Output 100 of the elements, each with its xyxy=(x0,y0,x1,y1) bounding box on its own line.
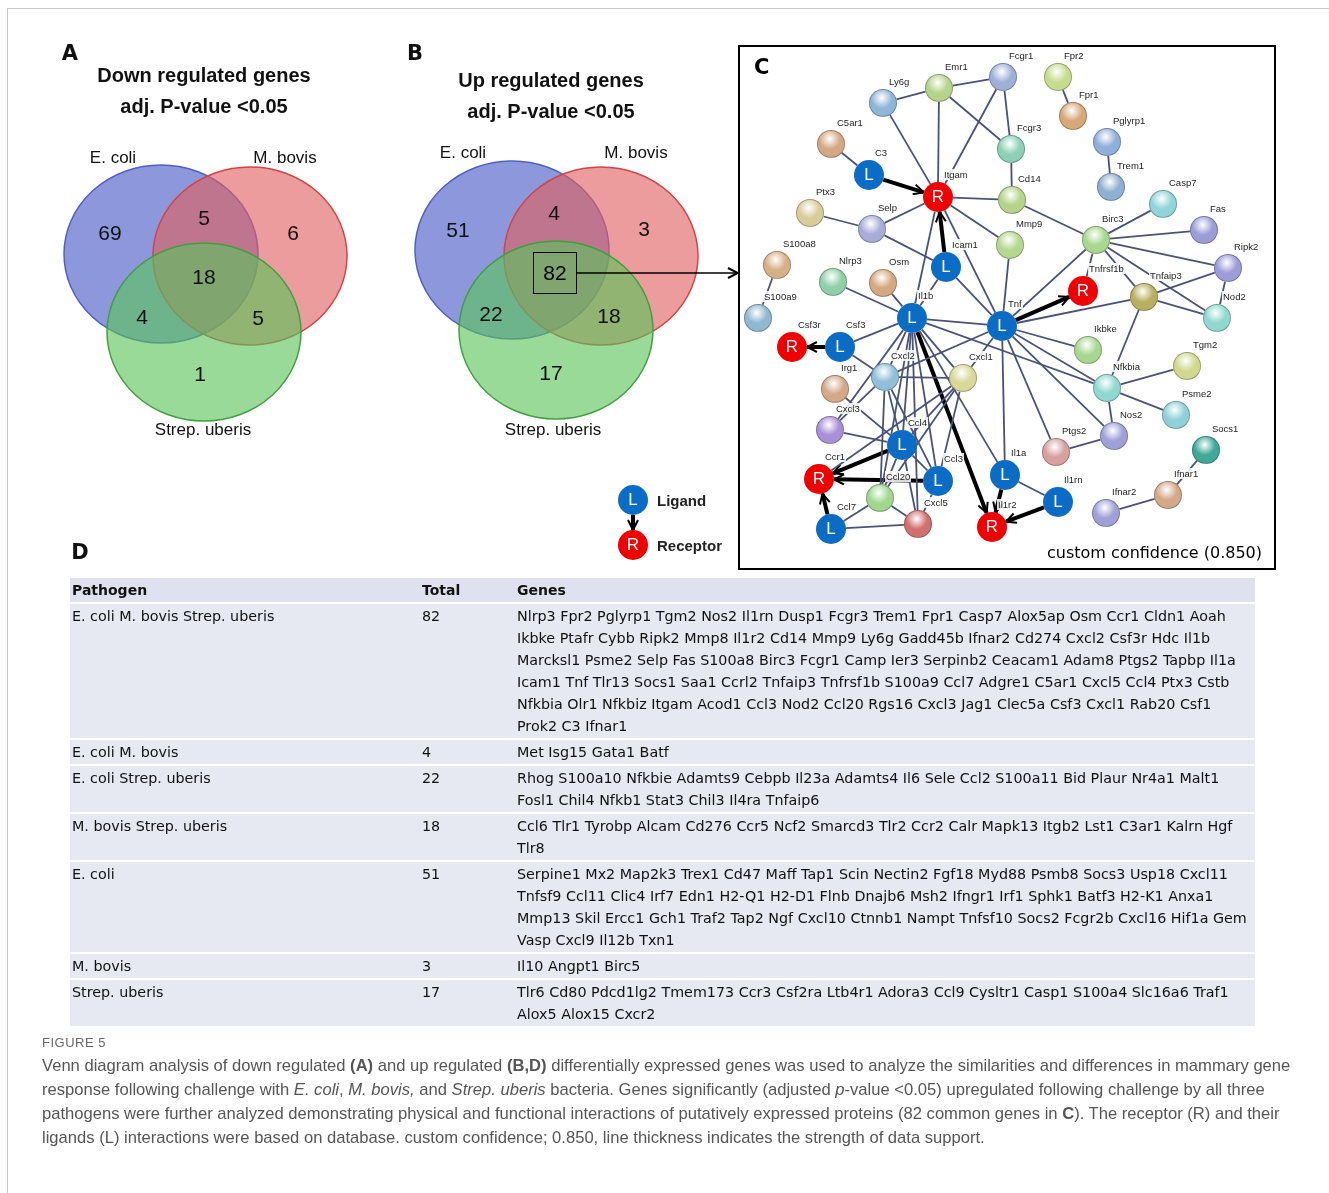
region-count: 17 xyxy=(539,361,563,385)
region-count: 18 xyxy=(192,265,216,289)
interaction-line xyxy=(1003,90,1011,136)
gene-label: S100a8 xyxy=(782,238,817,249)
interaction-line xyxy=(919,278,939,307)
interaction-line xyxy=(1106,246,1207,312)
confidence-note: custom confidence (0.850) xyxy=(1047,543,1262,562)
gene-label: Ccl7 xyxy=(836,501,857,512)
interaction-line xyxy=(1108,242,1216,266)
protein-node xyxy=(1044,63,1072,91)
pathogen-name: E. coli xyxy=(70,862,420,952)
gene-label: Ikbke xyxy=(1093,323,1118,334)
gene-count: 51 xyxy=(420,862,515,952)
protein-node xyxy=(1093,374,1121,402)
protein-node xyxy=(1097,173,1125,201)
interaction-line xyxy=(940,390,961,468)
interaction-line xyxy=(844,286,900,313)
protein-node xyxy=(1059,102,1087,130)
protein-node xyxy=(1100,422,1128,450)
protein-node xyxy=(1173,352,1201,380)
region-count: 5 xyxy=(198,206,210,230)
region-count: 69 xyxy=(98,221,122,245)
pathogen-name: E. coli M. bovis Strep. uberis xyxy=(70,604,420,738)
protein-node xyxy=(744,304,772,332)
interaction-line xyxy=(1107,155,1111,174)
interaction-line xyxy=(884,458,898,486)
protein-node xyxy=(1190,216,1218,244)
gene-label: Ifnar2 xyxy=(1111,486,1138,497)
interaction-line xyxy=(1014,332,1096,382)
pathogen-name: M. bovis Strep. uberis xyxy=(70,814,420,860)
panel-letter: D xyxy=(71,540,89,564)
gene-label: Ly6g xyxy=(888,76,911,87)
interaction-line xyxy=(1118,498,1156,510)
protein-node xyxy=(816,416,844,444)
interaction-line xyxy=(883,202,926,224)
gene-label: Cxcl2 xyxy=(890,350,916,361)
gene-label: S100a9 xyxy=(763,291,798,302)
figure-number: FIGURE 5 xyxy=(42,1035,106,1050)
gene-label: Cxcl5 xyxy=(923,497,949,508)
gene-label: Il1b xyxy=(917,290,935,301)
interaction-line xyxy=(761,277,774,306)
gene-count: 4 xyxy=(420,740,515,764)
pathogen-name: M. bovis xyxy=(70,954,420,978)
gene-label: Fas xyxy=(1209,203,1227,214)
pathogen-name: E. coli M. bovis xyxy=(70,740,420,764)
protein-node xyxy=(998,186,1026,214)
interaction-line xyxy=(853,322,899,343)
gene-label: Cxcl3 xyxy=(835,403,861,414)
protein-node xyxy=(869,269,897,297)
protein-node xyxy=(904,510,932,538)
interaction-line xyxy=(904,458,917,512)
gene-list: Rhog S100a10 Nfkbie Adamts9 Cebpb Il23a Adamts4 Il6 Sele Ccl2 S100a11 Bid Plaur Nr4a1 Malt1 Fosl1 Chil4 Nfkb1 Stat3 Chil3 Il4ra Tnfaip6 xyxy=(515,766,1255,812)
gene-list: Ccl6 Tlr1 Tyrobp Alcam Cd276 Ccr5 Ncf2 Smarcd3 Tlr2 Ccr2 Calr Mapk13 Itgb2 Lst1 C3ar1 Kalrn Hgf Tlr8 xyxy=(515,814,1255,860)
gene-label: Ccl20 xyxy=(885,471,912,482)
protein-node xyxy=(925,74,953,102)
interaction-line xyxy=(913,331,937,468)
receptor-node: R xyxy=(777,332,807,362)
protein-node xyxy=(989,63,1017,91)
interaction-line xyxy=(842,432,889,443)
ligand-node: L xyxy=(897,303,927,333)
interaction-line xyxy=(887,388,956,488)
set-label: M. bovis xyxy=(604,143,668,163)
interaction-line xyxy=(1109,230,1191,240)
interaction-line xyxy=(1015,298,1132,324)
gene-list: Serpine1 Mx2 Map2k3 Trex1 Cd47 Maff Tap1 Scin Nectin2 Fgf18 Myd88 Psmb8 Socs3 Usp18 Cxcl11 Tnfsf9 Ccl11 Clic4 Irf7 Edn1 H2-Q1 H2-D1 Flnb Dnajb6 Msh2 Ifngr1 Irf1 Sphk1 Batf3 H2-K1 Anxa1 Mmp13 Skil Ercc1 Gch1 Traf2 Tap2 Ngf Cxcl10 Ctnnb1 Nampt Tnfsf10 Socs2 Fcgr2b Cxcl16 Hif1a Gem Vasp Cxcl9 Il12b Txn1 xyxy=(515,862,1255,952)
venn-title: Down regulated genes adj. P-value <0.05 xyxy=(96,63,312,119)
ligand-node: L xyxy=(990,460,1020,490)
ligand-node: L xyxy=(1043,487,1073,517)
gene-label: Psme2 xyxy=(1181,388,1213,399)
interaction-line xyxy=(890,388,933,469)
protein-node xyxy=(1130,283,1158,311)
interaction-line xyxy=(952,196,999,201)
region-count: 3 xyxy=(638,217,650,241)
protein-node xyxy=(817,130,845,158)
protein-node xyxy=(819,268,847,296)
gene-list: Nlrp3 Fpr2 Pglyrp1 Tgm2 Nos2 Il1rn Dusp1 Fcgr3 Trem1 Fpr1 Casp7 Alox5ap Osm Ccr1 Cldn1 Aoah Ikbke Ptafr Cybb Ripk2 Mmp8 Il1r2 Cd14 Mmp9 Ly6g Gadd45b Ifnar2 Cd274 Cxcl2 Csf3r Hdc Il1b Marcksl1 Psme2 Selp Fas S100a8 Birc3 Fcgr1 Camp Ier3 Serpinb2 Ceacam1 Adam8 Ptgs2 Tapbp Il1a Icam1 Tnf Tlr13 Socs1 Saa1 Ccrl2 Tnfaip3 Tnfrsf1b S100a9 Ccl7 Adgre1 C5ar1 Cxcl5 Ccl4 Ptx3 Cstb Nfkbia Olr1 Nfkbiz Itgam Acod1 Ccl3 Nod2 Ccl20 Rgs16 Cxcl3 Jag1 Clec5a Csf3 Cxcl1 Rab20 Csf1 Prok2 C3 Ifnar1 xyxy=(515,604,1255,738)
panel-letter: C xyxy=(754,55,770,79)
interaction-line xyxy=(898,376,950,379)
protein-node xyxy=(866,484,894,512)
gene-label: Ptx3 xyxy=(815,186,836,197)
protein-node xyxy=(1162,401,1190,429)
ligand-node: L xyxy=(987,311,1017,341)
interaction-line xyxy=(879,390,886,485)
network-panel xyxy=(738,45,1276,570)
interaction-line xyxy=(851,354,875,371)
gene-label: Ifnar1 xyxy=(1173,468,1200,479)
receptor-node: R xyxy=(1068,276,1098,306)
interaction-line xyxy=(911,387,955,435)
column-header: Genes xyxy=(515,578,1255,602)
interaction-line xyxy=(1017,480,1046,497)
interaction-line xyxy=(1107,209,1152,235)
gene-label: Ptgs2 xyxy=(1061,425,1088,436)
protein-node xyxy=(1082,226,1110,254)
set-label: Strep. uberis xyxy=(154,420,252,440)
gene-count: 17 xyxy=(420,980,515,1026)
gene-label: Ccl4 xyxy=(907,417,928,428)
interaction-line xyxy=(918,330,999,463)
set-label: E. coli xyxy=(439,143,487,163)
set-label: Strep. uberis xyxy=(504,420,602,440)
gene-label: Nos2 xyxy=(1119,409,1144,420)
